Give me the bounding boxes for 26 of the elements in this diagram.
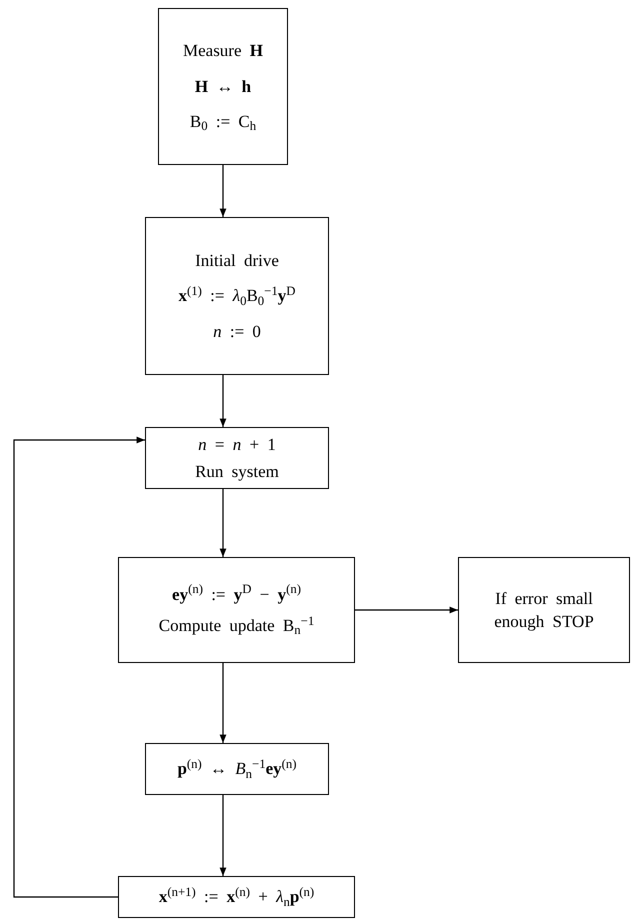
process-box bbox=[145, 743, 329, 795]
box-text: B$_{0}$ := C$_{h}$ bbox=[190, 111, 256, 134]
box-text: H ↔ h bbox=[194, 76, 252, 98]
box-text: n := 0 bbox=[213, 320, 261, 343]
box-text: Measure H bbox=[182, 40, 263, 62]
process-box bbox=[118, 876, 355, 918]
arrow bbox=[220, 375, 226, 427]
arrow bbox=[220, 663, 226, 743]
box-text: Run system bbox=[195, 461, 279, 483]
arrow bbox=[220, 489, 226, 557]
process-box bbox=[158, 8, 288, 165]
box-text: p$^{(n)}$ ↔ B$_{n}$$^{−1}$ey$^{(n)}$ bbox=[177, 757, 297, 781]
box-text: x$^{(1)}$ := λ$_{0}$B$_{0}$$^{−1}$y$^{D}$ bbox=[178, 284, 296, 308]
process-box bbox=[118, 557, 355, 663]
arrow bbox=[13, 436, 145, 898]
process-box bbox=[145, 427, 329, 489]
box-text: Initial drive bbox=[195, 250, 279, 272]
arrow bbox=[220, 795, 226, 876]
box-text: x$^{(n+1)}$ := x$^{(n)}$ + λ$_{n}$p$^{(n)}$ bbox=[158, 885, 314, 909]
box-text: n = n + 1 bbox=[198, 434, 276, 456]
arrow bbox=[355, 606, 458, 614]
process-box bbox=[458, 557, 630, 663]
process-box bbox=[145, 217, 329, 375]
box-text: ey$^{(n)}$ := y$^{D}$ − y$^{(n)}$ bbox=[172, 582, 301, 606]
box-text: If error small enough STOP bbox=[493, 588, 595, 633]
arrow bbox=[220, 165, 226, 217]
